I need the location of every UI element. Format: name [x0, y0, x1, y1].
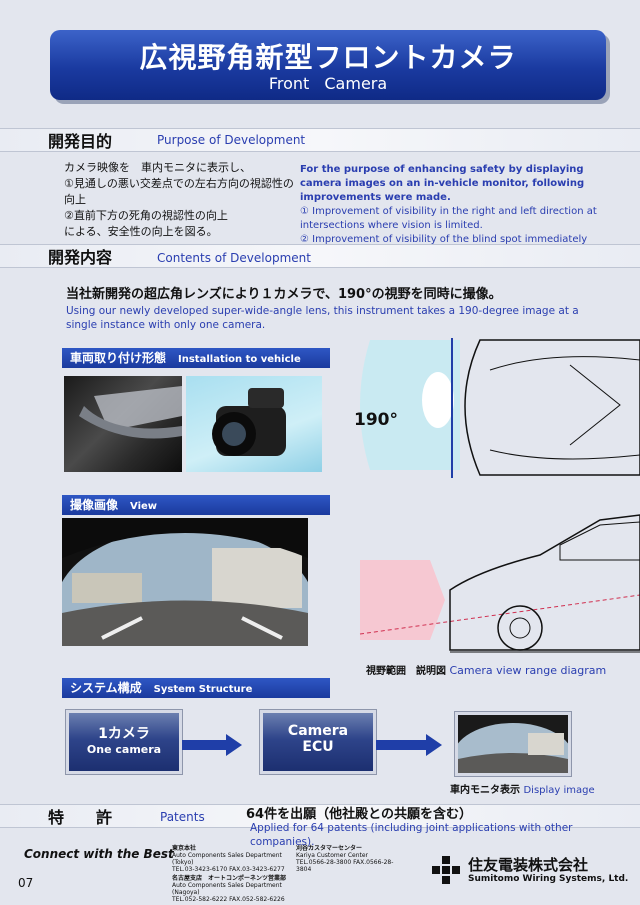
purpose-line-4: による、安全性の向上を図る。 [64, 225, 218, 238]
office1-jp: 東京本社 [172, 845, 197, 852]
contents-lead-jp: 当社新開発の超広角レンズにより１カメラで、190°の視野を同時に撮像。 [66, 287, 502, 302]
installation-label: 車両取り付け形態 Installation to vehicle [62, 348, 330, 368]
camera-image [212, 388, 286, 456]
view-range-hole [422, 372, 454, 428]
installation-label-jp: 車両取り付け形態 [70, 351, 167, 365]
office-kariya: 刈谷カスタマーセンター Kariya Customer Center TEL.0… [296, 845, 408, 873]
slogan: Connect with the Best [24, 847, 174, 861]
office-tokyo-nagoya: 東京本社 Auto Components Sales Department (T… [172, 845, 287, 903]
diagram-caption: 視野範囲 説明図 Camera view range diagram [366, 662, 606, 677]
system-label-jp: システム構成 [70, 681, 142, 695]
view-range-side [360, 560, 445, 640]
page-title: 広視野角新型フロントカメラ [139, 41, 517, 74]
purpose-line-1: カメラ映像を 車内モニタに表示し、 [64, 161, 251, 174]
purpose-title-jp: 開発目的 [48, 132, 113, 151]
view-label-en: View [130, 501, 158, 512]
purpose-en-1: For the purpose of enhancing safety by d… [300, 164, 585, 203]
car-detail-3 [569, 364, 621, 446]
camera-photo [186, 376, 322, 472]
display-thumbnail [453, 723, 573, 791]
office1-en: Auto Components Sales Department (Tokyo) [172, 852, 282, 866]
system-label-en: System Structure [153, 684, 253, 695]
side-view-diagram [359, 514, 640, 653]
contents-title-en: Contents of Development [157, 251, 311, 265]
one-camera-en: One camera [86, 743, 162, 756]
car-outline-top [464, 339, 640, 476]
car-detail-1 [489, 356, 640, 371]
diagram-caption-jp: 視野範囲 説明図 [366, 666, 446, 677]
office2-tel: TEL.0566-28-3800 FAX.0566-28-3804 [296, 859, 394, 873]
car-detail-2 [489, 449, 640, 460]
purpose-text-jp: カメラ映像を 車内モニタに表示し、 ①見通しの悪い交差点での左右方向の視認性の向… [64, 160, 304, 240]
camera-ecu-box: Camera ECU [260, 710, 376, 774]
patents-text-en: Applied for 64 patents (including joint … [250, 822, 573, 848]
office2-en: Kariya Customer Center [296, 852, 369, 859]
ecu-line-2: ECU [302, 739, 334, 755]
purpose-header-bar [0, 128, 640, 152]
office3-jp: 名古屋支店 オートコンポーネンツ営業部 [172, 875, 287, 882]
arrow-1-head [226, 734, 242, 756]
purpose-line-2: ①見通しの悪い交差点での左右方向の視認性の向上 [64, 177, 294, 206]
view-label-jp: 撮像画像 [70, 498, 119, 512]
office2-jp: 刈谷カスタマーセンター [296, 845, 363, 852]
car-window [559, 521, 640, 561]
front-wheel [497, 605, 543, 651]
patents-text-jp: 64件を出願（他社殿との共願を含む） [246, 807, 472, 822]
patents-title-jp: 特 許 [48, 808, 113, 827]
patents-title-en: Patents [160, 810, 205, 824]
view-image [62, 518, 308, 646]
top-view-diagram [360, 338, 640, 478]
system-label: システム構成 System Structure [62, 678, 330, 698]
company-logo-icon [432, 856, 460, 884]
purpose-line-3: ②直前下方の死角の視認性の向上 [64, 209, 228, 222]
company-name-en: Sumitomo Wiring Systems, Ltd. [468, 874, 629, 884]
one-camera-box: 1カメラ One camera [66, 710, 182, 774]
office1-tel: TEL.03-3423-6170 FAX.03-3423-6277 [172, 866, 285, 873]
purpose-en-2: ① Improvement of visibility in the right… [300, 206, 597, 231]
title-banner: 広視野角新型フロントカメラ Front Camera [50, 30, 606, 100]
display-image-box [453, 712, 573, 791]
arrow-1-shaft [182, 740, 226, 750]
installation-label-en: Installation to vehicle [178, 354, 301, 365]
ecu-line-1: Camera [287, 723, 349, 739]
page-subtitle: Front Camera [268, 74, 388, 93]
display-caption: 車内モニタ表示 Display image [450, 781, 595, 796]
front-hub [509, 617, 531, 639]
arrow-2-head [426, 734, 442, 756]
display-caption-jp: 車内モニタ表示 [450, 785, 520, 796]
patents-header-bar [0, 804, 640, 828]
view-photo [62, 518, 308, 646]
headlight-photo [64, 376, 182, 472]
contents-title-jp: 開発内容 [48, 248, 113, 267]
headlight-image [79, 386, 182, 439]
office3-en: Auto Components Sales Department (Nagoya… [172, 882, 282, 896]
view-axis [359, 594, 640, 635]
arrow-2-shaft [376, 740, 426, 750]
car-outline-side [449, 514, 640, 651]
company-name-jp: 住友電装株式会社 [468, 856, 589, 874]
view-label: 撮像画像 View [62, 495, 330, 515]
office3-tel: TEL.052-582-6222 FAX.052-582-6226 [172, 896, 285, 903]
contents-header-bar [0, 244, 640, 268]
contents-lead-en: Using our newly developed super-wide-ang… [66, 305, 579, 331]
angle-label: 190° [354, 410, 398, 430]
one-camera-jp: 1カメラ [98, 726, 150, 742]
page-number: 07 [18, 876, 34, 890]
diagram-caption-en: Camera view range diagram [449, 664, 607, 677]
display-caption-en: Display image [523, 785, 595, 796]
purpose-title-en: Purpose of Development [157, 133, 306, 147]
